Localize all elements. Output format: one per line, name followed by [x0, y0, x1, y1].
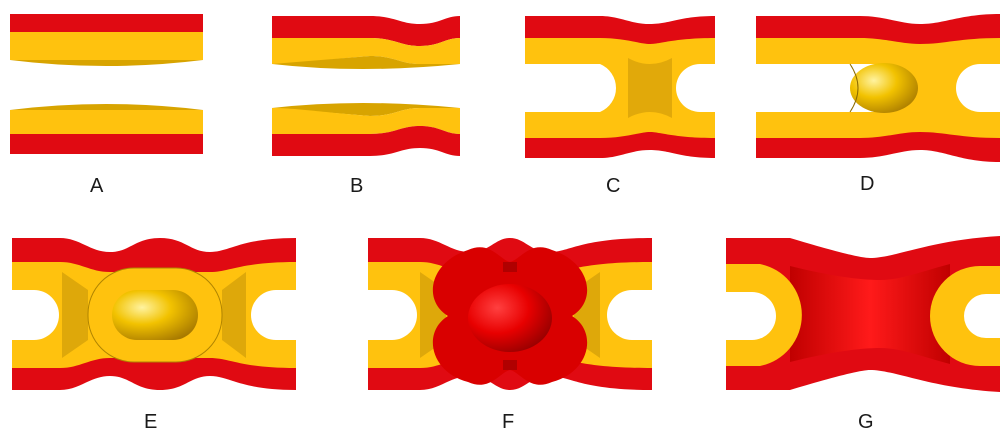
panel-a: A: [10, 14, 203, 197]
panel-g-label: G: [858, 411, 874, 433]
panel-e-vesicle: [112, 290, 198, 340]
panel-e: E: [12, 238, 296, 433]
panel-f-vesicle: [468, 284, 552, 352]
panel-b-upper-bilayer: [272, 16, 460, 69]
panel-f: F: [368, 238, 652, 433]
panel-a-lower-bilayer: [10, 104, 203, 154]
panel-b-lower-bilayer: [272, 103, 460, 156]
panel-b-label: B: [350, 175, 363, 197]
panel-a-label: A: [90, 175, 104, 197]
panel-f-label: F: [502, 411, 514, 433]
panel-a-upper-bilayer: [10, 14, 203, 66]
panel-g: G: [726, 236, 1000, 433]
panel-c: C: [525, 16, 715, 197]
panel-e-label: E: [144, 411, 157, 433]
panel-d: D: [756, 14, 1000, 195]
panel-d-label: D: [860, 173, 874, 195]
panel-b: B: [272, 16, 460, 197]
panel-d-vesicle: [850, 63, 918, 113]
panel-c-label: C: [606, 175, 620, 197]
